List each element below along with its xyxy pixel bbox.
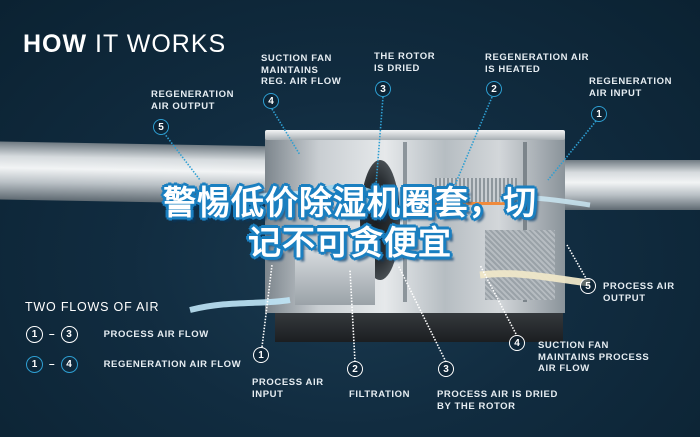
legend-title: TWO FLOWS OF AIR — [25, 300, 160, 314]
legend-end-marker: 3 — [60, 326, 78, 343]
step-marker: 2 — [486, 81, 502, 97]
step-marker: 1 — [253, 347, 269, 363]
label-filtration: FILTRATION — [349, 389, 411, 400]
legend-start-marker: 1 — [26, 356, 43, 373]
step-marker: 3 — [438, 361, 454, 377]
diagram-title: HOW IT WORKS — [23, 30, 227, 58]
filter-box — [295, 250, 375, 305]
legend-row-process: 1 – 3 PROCESS AIR FLOW — [26, 326, 209, 343]
unit-top — [265, 130, 565, 140]
step-marker: 1 — [591, 106, 607, 122]
step-marker: 4 — [263, 93, 279, 109]
step-marker: 3 — [375, 81, 391, 97]
dehumidifier-unit — [265, 130, 567, 342]
legend-row-regeneration: 1 – 4 REGENERATION AIR FLOW — [26, 356, 241, 373]
legend-label: PROCESS AIR FLOW — [103, 329, 209, 340]
internal-divider — [523, 142, 527, 302]
step-marker: 4 — [509, 335, 525, 351]
legend-end-marker: 4 — [60, 356, 78, 373]
promo-headline-overlay: 警惕低价除湿机圈套，切 记不可贪便宜 — [163, 183, 537, 262]
step-marker: 2 — [347, 361, 363, 377]
fan-housing — [485, 230, 555, 300]
step-marker: 5 — [580, 278, 596, 294]
legend-start-marker: 1 — [26, 326, 43, 343]
step-marker: 5 — [153, 119, 169, 135]
internal-divider — [403, 142, 407, 302]
legend-label: REGENERATION AIR FLOW — [103, 359, 242, 370]
